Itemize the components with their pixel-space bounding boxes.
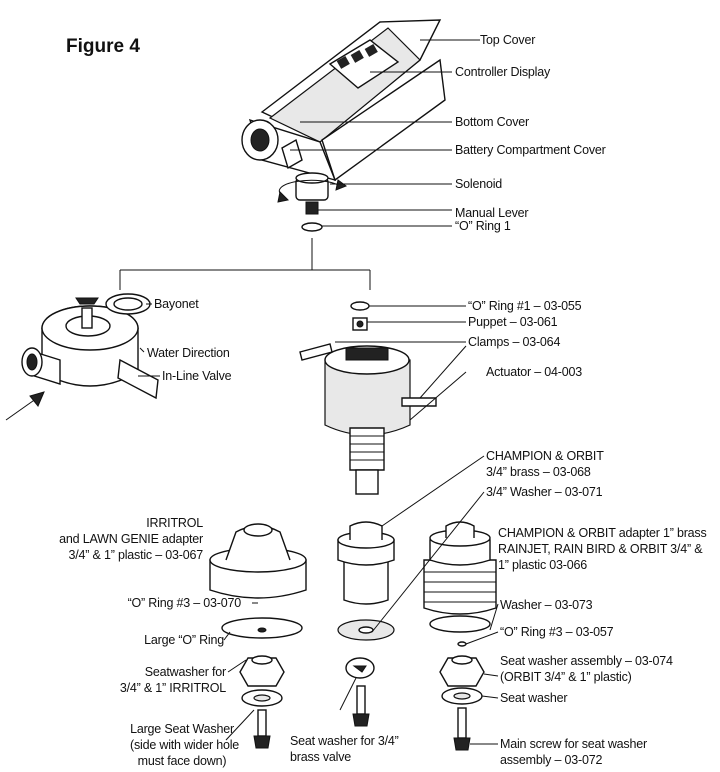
- label-main-screw-2: assembly – 03-072: [500, 753, 603, 767]
- label-puppet: Puppet – 03-061: [468, 315, 558, 329]
- label-bottom-cover: Bottom Cover: [455, 115, 530, 129]
- label-o-ring-070: “O” Ring #3 – 03-070: [127, 596, 242, 610]
- o-ring-057: [457, 641, 467, 647]
- plastic-adapter: [423, 521, 497, 615]
- label-o-ring-1: “O” Ring 1: [455, 219, 511, 233]
- clamp-left: [299, 343, 333, 361]
- label-bayonet: Bayonet: [154, 297, 199, 311]
- label-irritrol-2: and LAWN GENIE adapter: [59, 532, 203, 546]
- controller-display: [328, 39, 400, 89]
- label-top-cover: Top Cover: [480, 33, 536, 47]
- screw-left: [253, 709, 271, 749]
- label-large-o-ring: Large “O” Ring: [144, 633, 224, 647]
- o-ring-055: [350, 301, 370, 311]
- puppet: [352, 317, 368, 331]
- label-seat-brass-1: Seat washer for 3/4”: [290, 734, 399, 748]
- irritrol-adapter: [209, 523, 307, 599]
- label-seat-brass-2: brass valve: [290, 750, 352, 764]
- label-seat-assembly-2: (ORBIT 3/4” & 1” plastic): [500, 670, 632, 684]
- label-large-seat-2: (side with wider hole: [130, 738, 240, 752]
- label-champion-brass-1: CHAMPION & ORBIT: [486, 449, 604, 463]
- label-washer-071: 3/4” Washer – 03-071: [486, 485, 603, 499]
- label-o-ring-055: “O” Ring #1 – 03-055: [468, 299, 582, 313]
- label-main-screw-1: Main screw for seat washer: [500, 737, 647, 751]
- in-line-valve: [21, 293, 159, 400]
- label-inline-valve: In-Line Valve: [162, 369, 232, 383]
- label-adapter-3: 1” plastic 03-066: [498, 558, 588, 572]
- label-champion-brass-2: 3/4” brass – 03-068: [486, 465, 591, 479]
- washer-073: [429, 615, 491, 633]
- label-solenoid: Solenoid: [455, 177, 503, 191]
- label-water-direction: Water Direction: [147, 346, 230, 360]
- label-washer-073: Washer – 03-073: [500, 598, 593, 612]
- actuator: [299, 343, 437, 495]
- brass-seat-washer: [345, 657, 375, 679]
- figure-title: Figure 4: [66, 36, 140, 57]
- main-screw: [453, 707, 471, 751]
- label-battery-cover: Battery Compartment Cover: [455, 143, 606, 157]
- controller-housing: [241, 19, 446, 182]
- label-adapter-1: CHAMPION & ORBIT adapter 1” brass: [498, 526, 707, 540]
- label-manual-lever: Manual Lever: [455, 206, 529, 220]
- o-ring-1: [301, 222, 323, 232]
- clamp-right: [401, 397, 437, 407]
- solenoid: [277, 172, 348, 215]
- label-seatwasher-irritrol-1: Seatwasher for: [144, 665, 226, 679]
- label-o-ring-057: “O” Ring #3 – 03-057: [500, 625, 614, 639]
- brass-adapter: [337, 521, 395, 605]
- label-controller-display: Controller Display: [455, 65, 551, 79]
- label-seatwasher-irritrol-2: 3/4” & 1” IRRITROL: [119, 681, 226, 695]
- label-adapter-2: RAINJET, RAIN BIRD & ORBIT 3/4” &: [498, 542, 703, 556]
- label-seat-assembly-1: Seat washer assembly – 03-074: [500, 654, 673, 668]
- seat-washer-assembly: [439, 655, 485, 687]
- label-seat-washer: Seat washer: [500, 691, 568, 705]
- label-large-seat-1: Large Seat Washer: [130, 722, 234, 736]
- label-large-seat-3: must face down): [137, 754, 227, 768]
- irritrol-seatwasher: [239, 655, 285, 687]
- label-clamps: Clamps – 03-064: [468, 335, 561, 349]
- label-irritrol-1: IRRITROL: [146, 516, 203, 530]
- label-irritrol-3: 3/4” & 1” plastic – 03-067: [68, 548, 204, 562]
- screw-center: [352, 685, 370, 727]
- label-actuator: Actuator – 04-003: [486, 365, 582, 379]
- leader-lines: [138, 39, 499, 745]
